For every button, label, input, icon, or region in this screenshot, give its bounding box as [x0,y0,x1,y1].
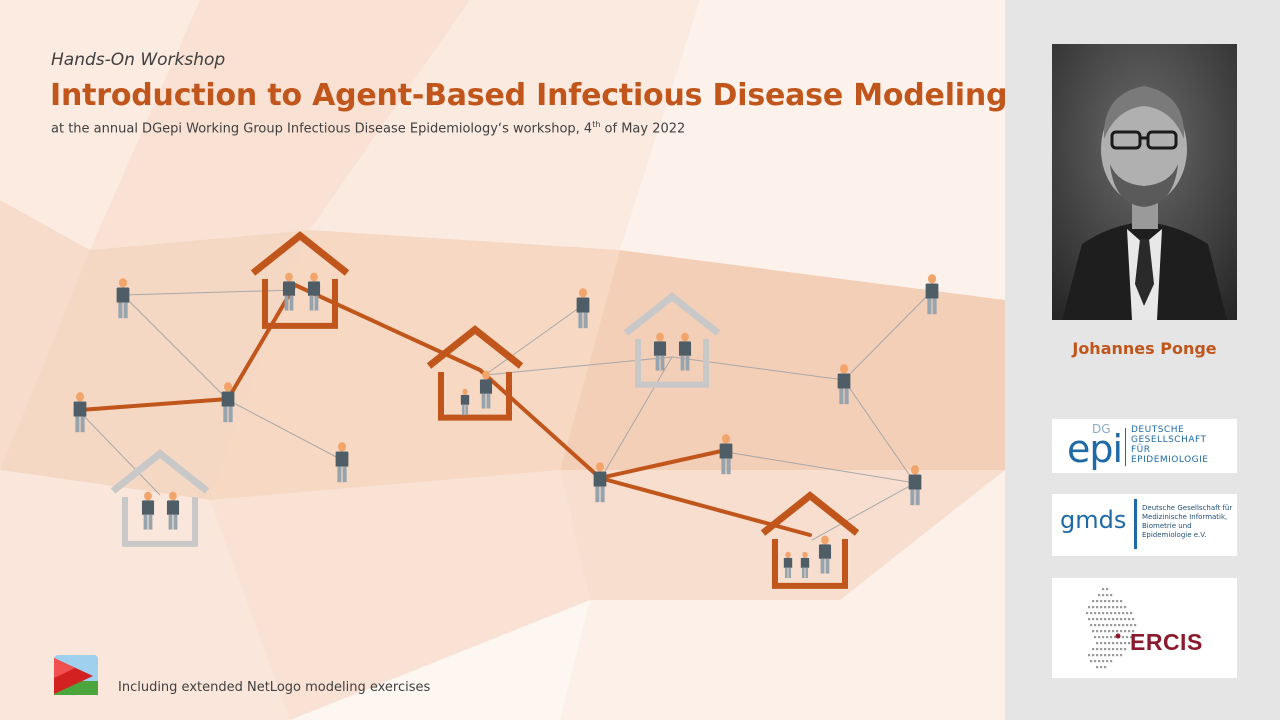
household-healthy-2 [110,449,210,547]
household-member [141,491,155,530]
agent-person [73,392,87,433]
tagline-ordinal: th [592,120,601,129]
agent-person [576,288,590,329]
gmds-logo: gmds Deutsche Gesellschaft für Medizinis… [1052,494,1237,556]
household-member [653,332,667,371]
household-infected-1 [250,231,350,329]
ercis-wordmark: ERCIS [1130,629,1203,655]
presenter-name: Johannes Ponge [1072,339,1217,358]
presenter-portrait-image [1052,44,1237,320]
polygon-background [0,0,1005,720]
household-member [460,388,470,415]
agent-person [837,364,851,405]
agent-person [908,465,922,506]
dgepi-prefix: DG [1092,422,1111,436]
gmds-wordmark: gmds [1060,506,1127,534]
agent-person [719,434,733,475]
household-member [282,272,296,311]
gmds-name: Deutsche Gesellschaft für Medizinische I… [1142,504,1232,540]
household-member [307,272,321,311]
agent-person [335,442,349,483]
dgepi-line: DEUTSCHE [1131,425,1185,435]
gmds-separator [1134,499,1137,549]
dgepi-line: FÜR [1131,445,1151,455]
dgepi-line: GESELLSCHAFT [1131,435,1207,445]
household-member [678,332,692,371]
dgepi-name: DEUTSCHE GESELLSCHAFT FÜR EPIDEMIOLOGIE [1131,425,1208,465]
household-member [818,535,832,574]
gmds-line: Biometrie und [1142,522,1192,530]
footer-note: Including extended NetLogo modeling exer… [118,680,431,695]
household-member [479,370,493,409]
workshop-type: Hands-On Workshop [51,50,226,70]
household-healthy-1 [623,292,721,388]
agent-person [221,382,235,423]
household-member [783,551,793,578]
slide-main-area: Hands-On Workshop Introduction to Agent-… [0,0,1005,720]
agent-person [116,278,130,319]
dgepi-logo: DG epi DEUTSCHE GESELLSCHAFT FÜR EPIDEMI… [1052,419,1237,473]
household-infected-2 [426,325,524,421]
ercis-logo: ERCIS [1052,578,1237,678]
netlogo-icon [54,655,98,695]
gmds-line: Epidemiologie e.V. [1142,531,1207,539]
household-member [800,551,810,578]
gmds-line: Medizinische Informatik, [1142,513,1228,521]
household-member [166,491,180,530]
agents [73,274,939,506]
europe-map-icon [1086,588,1137,669]
household-infected-3 [760,491,860,589]
slide-title: Introduction to Agent-Based Infectious D… [50,78,1005,113]
dgepi-line: EPIDEMIOLOGIE [1131,455,1209,465]
dgepi-separator [1125,428,1126,466]
event-tagline: at the annual DGepi Working Group Infect… [51,120,685,136]
agent-person [593,462,607,503]
gmds-line: Deutsche Gesellschaft für [1142,504,1233,512]
agent-network-illustration [73,231,939,589]
dgepi-wordmark: epi [1067,427,1123,471]
households [110,231,860,589]
agent-person [925,274,939,315]
tagline-text: at the annual DGepi Working Group Infect… [51,121,593,137]
tagline-end: of May 2022 [600,121,686,137]
presenter-photo [1052,44,1237,320]
